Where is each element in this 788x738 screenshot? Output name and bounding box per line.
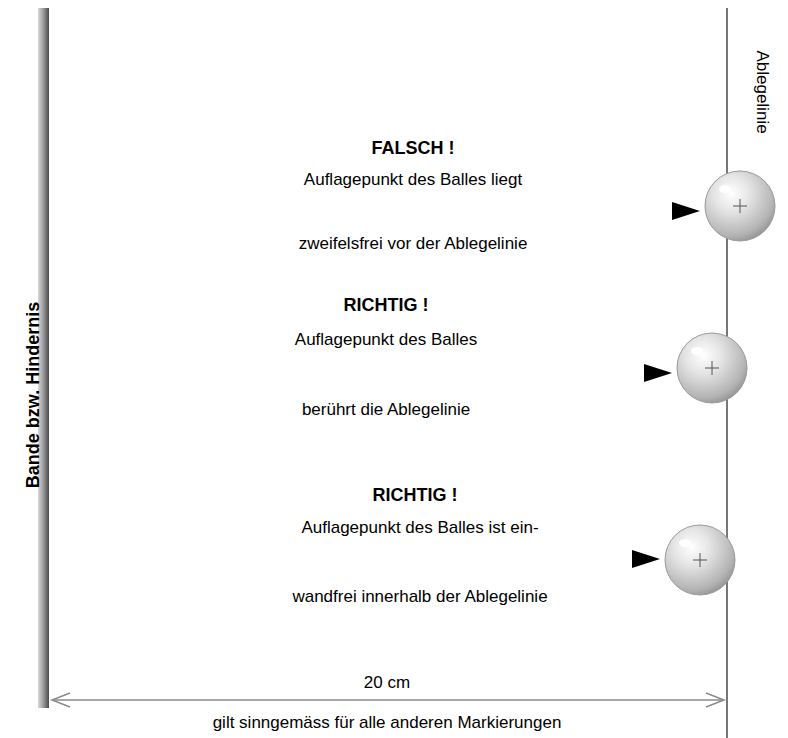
note-text: Auflagepunkt des Balles liegt — [301, 170, 525, 190]
balls — [665, 171, 775, 595]
note-text: Auflagepunkt des Balles — [292, 330, 480, 350]
pointer-arrows — [320, 202, 700, 568]
dimension-label: 20 cm — [361, 673, 413, 693]
verdict-heading: FALSCH ! — [372, 138, 455, 159]
note-text: Auflagepunkt des Balles ist ein- — [298, 518, 541, 538]
verdict-heading: RICHTIG ! — [373, 485, 458, 506]
line-label: Ablegelinie — [752, 50, 772, 133]
note-text: gilt sinngemäss für alle anderen Markier… — [210, 713, 565, 733]
note-text: berührt die Ablegelinie — [299, 400, 473, 420]
verdict-heading: RICHTIG ! — [344, 295, 429, 316]
note-text: wandfrei innerhalb der Ablegelinie — [289, 587, 550, 607]
dimension-line — [52, 693, 724, 707]
cushion-label: Bande bzw. Hindernis — [23, 302, 44, 488]
note-text: zweifelsfrei vor der Ablegelinie — [296, 234, 531, 254]
